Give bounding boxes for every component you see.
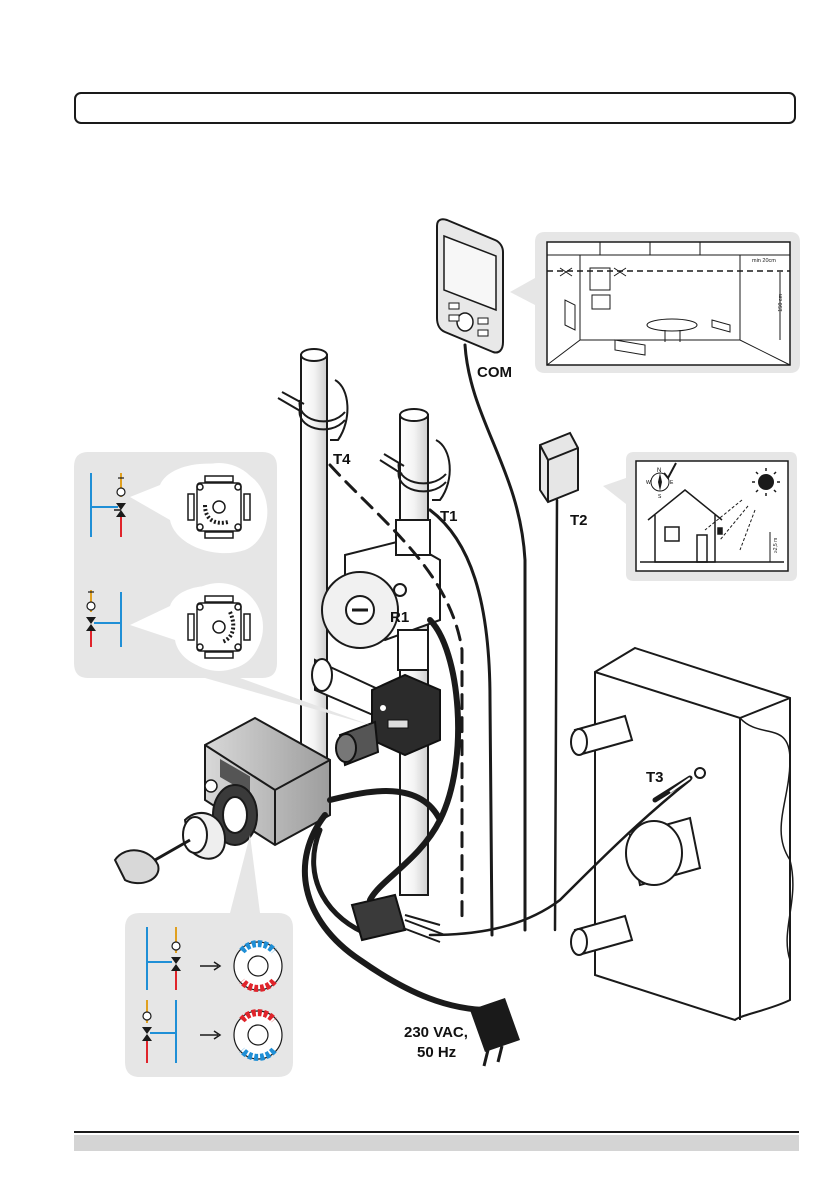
scale-ring-icon: [234, 1011, 282, 1059]
label-t3: T3: [646, 769, 664, 786]
svg-text:N: N: [657, 468, 661, 474]
room-detail-panel: min 20cm ~150 cm: [510, 232, 800, 373]
pump: [322, 520, 440, 670]
svg-text:W: W: [646, 480, 651, 486]
label-t4: T4: [333, 451, 351, 468]
label-r1: R1: [390, 609, 409, 626]
scale-ring-icon: [234, 942, 282, 990]
boiler: [571, 648, 793, 1020]
label-com: COM: [477, 364, 512, 381]
label-t1: T1: [440, 508, 458, 525]
label-t2: T2: [570, 512, 588, 529]
room-min-distance: min 20cm: [752, 258, 776, 264]
plug-icon: [470, 998, 520, 1066]
outdoor-height: ≥2,5 m: [773, 538, 779, 553]
actuator-knob: [115, 813, 225, 883]
outdoor-sensor: [540, 433, 578, 502]
footer-line: [74, 1131, 799, 1133]
room-height: ~150 cm: [778, 293, 784, 315]
outdoor-detail-panel: N E S W ≥2,5 m: [603, 452, 797, 581]
room-controller: [437, 219, 503, 352]
sensor-pocket: [695, 768, 705, 778]
label-power-line2: 50 Hz: [417, 1044, 456, 1061]
label-power-line1: 230 VAC,: [404, 1024, 468, 1041]
footer-bar: [74, 1135, 799, 1151]
